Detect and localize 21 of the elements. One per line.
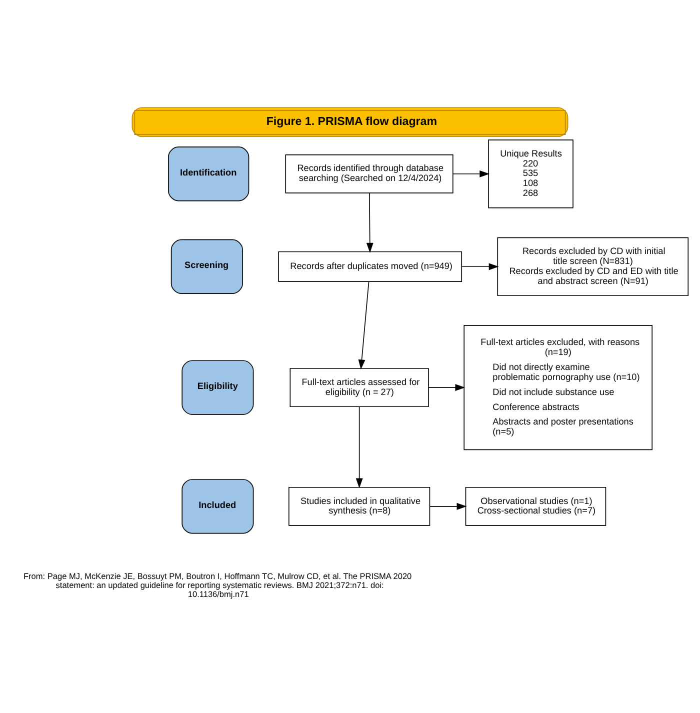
node-box: Records after duplicates moved (n=949)	[278, 251, 462, 282]
node-box: Records identified through database searching (Searched on 12/4/2024)	[285, 154, 454, 194]
node-box: Studies included in qualitative synthesis (n=8)	[288, 486, 430, 526]
node-box: Full-text articles assessed for eligibility (n = 27)	[290, 368, 429, 408]
node-box: Full-text articles excluded, with reasons (n=19) Did not directly examine problematic pornography use (n=10) Did not include substance use Conference abstracts Abstracts and poster presentations (n=5)	[464, 325, 652, 450]
arrow	[428, 384, 466, 392]
arrow	[461, 263, 499, 270]
node-box: Eligibility	[182, 360, 254, 415]
arrow	[358, 281, 370, 370]
node-box: Included	[182, 479, 254, 534]
arrow	[430, 502, 467, 510]
arrow	[366, 192, 374, 253]
arrow	[356, 406, 363, 488]
arrow	[452, 170, 490, 178]
node-box: Observational studies (n=1) Cross-sectional studies (n=7)	[465, 486, 606, 526]
caption: From: Page MJ, McKenzie JE, Bossuyt PM, Boutron I, Hoffmann TC, Mulrow CD, et al. The PRISMA 2020 statement: an updated guideline for reporting systematic reviews. BMJ 2021;372:n71. doi: 10.1136/bmj.n71	[23, 572, 412, 600]
node-box: Identification	[168, 146, 250, 202]
diagram-title: Figure 1. PRISMA flow diagram	[266, 116, 438, 128]
node-box: Records excluded by CD with initial title screen (N=831) Records excluded by CD and ED with title and abstract screen (N=91)	[497, 237, 689, 296]
node-box: Unique Results 220 535 108 268	[488, 140, 574, 208]
node-box: Screening	[170, 239, 243, 294]
